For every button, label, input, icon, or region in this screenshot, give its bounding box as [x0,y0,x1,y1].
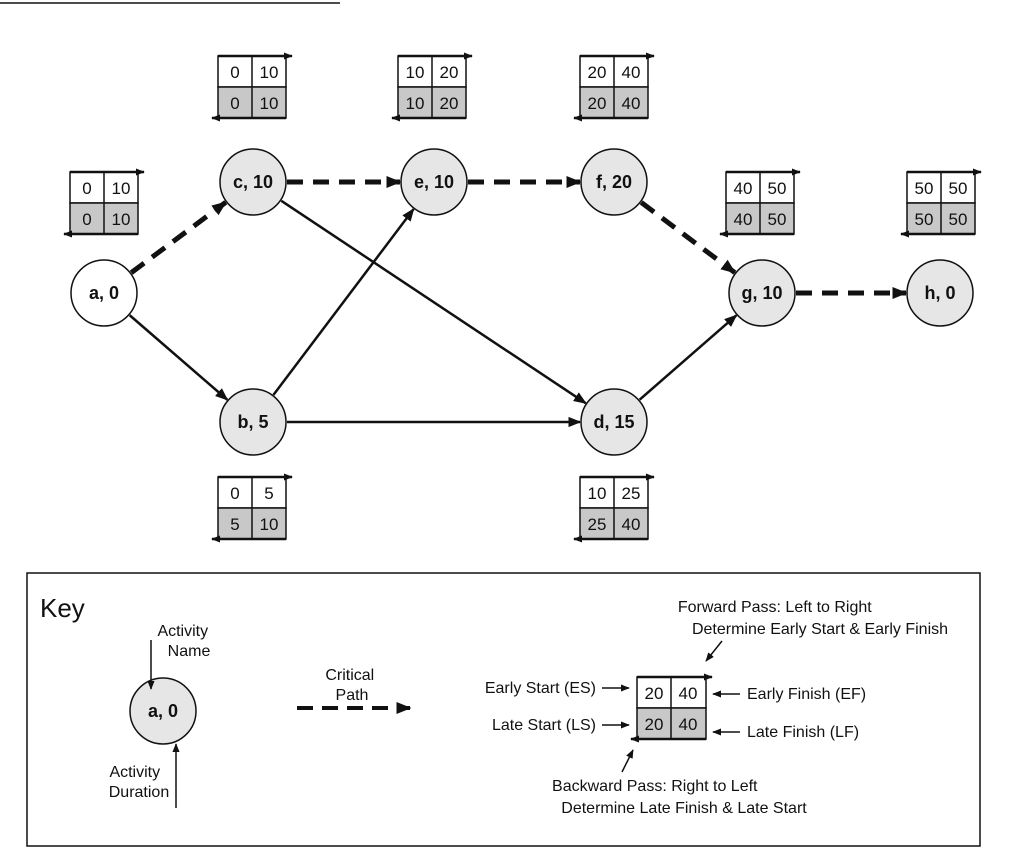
legend-early-finish: Early Finish (EF) [747,686,866,703]
legend-box-es: 20 [645,684,664,703]
late-finish-value: 40 [622,515,641,534]
legend-backward-pass-arrow [621,749,634,773]
early-start-value: 0 [230,484,239,503]
activity-node-d: d, 15 [580,388,648,456]
early-start-value: 0 [230,63,239,82]
activity-node-e: e, 10 [400,148,468,216]
activity-node-label: a, 0 [89,283,119,303]
legend-sample-node [129,677,197,745]
legend-backward-pass: Backward Pass: Right to Left Determine L… [552,778,807,817]
early-finish-value: 5 [264,484,273,503]
critical-edge-a-c [129,200,228,275]
legend-forward-pass-arrow [705,640,723,662]
activity-node-circle [219,148,287,216]
early-start-value: 10 [588,484,607,503]
activity-node-circle [580,388,648,456]
edge-a-b [128,314,229,401]
legend-activity-duration: Activity Duration [109,764,169,801]
early-finish-value: 50 [768,179,787,198]
early-start-value: 50 [915,179,934,198]
time-box-f: 20 40 20 40 [573,52,655,122]
nodes-layer: a, 0 b, 5 c, 10 e, 10 f, 20 g, 10 d, 15 h, 0 [70,148,974,456]
late-start-value: 50 [915,210,934,229]
legend-forward-pass: Forward Pass: Left to Right Determine Ea… [678,599,948,638]
legend: Key a, 0 Activity Name Activity Duration… [26,572,981,847]
activity-node-label: c, 10 [233,172,273,192]
time-box-a: 0 10 0 10 [63,168,145,238]
late-start-value: 20 [588,94,607,113]
edge-c-d [280,199,587,405]
edges-layer [128,176,908,428]
late-start-value: 0 [230,94,239,113]
activity-node-circle [728,259,796,327]
legend-box-lf: 40 [679,715,698,734]
time-box-d: 10 25 25 40 [573,473,655,543]
early-start-value: 40 [734,179,753,198]
activity-node-a: a, 0 [70,259,138,327]
early-finish-value: 10 [112,179,131,198]
late-finish-value: 50 [768,210,787,229]
activity-node-label: h, 0 [924,283,955,303]
time-box-g: 40 50 40 50 [719,168,801,238]
activity-node-label: g, 10 [741,283,782,303]
activity-node-circle [70,259,138,327]
activity-node-circle [580,148,648,216]
early-finish-value: 25 [622,484,641,503]
early-finish-value: 20 [440,63,459,82]
activity-node-label: d, 15 [593,412,634,432]
activity-node-label: b, 5 [237,412,268,432]
activity-node-label: f, 20 [596,172,632,192]
legend-late-start: Late Start (LS) [492,717,596,734]
late-finish-value: 40 [622,94,641,113]
legend-sample-node-label: a, 0 [148,701,178,721]
activity-node-g: g, 10 [728,259,796,327]
legend-late-finish: Late Finish (LF) [747,724,859,741]
late-finish-value: 10 [260,515,279,534]
time-box-b: 0 5 5 10 [211,473,293,543]
activity-node-label: e, 10 [414,172,454,192]
legend-early-start: Early Start (ES) [485,680,596,697]
legend-title: Key [40,593,85,623]
late-start-value: 0 [82,210,91,229]
late-finish-value: 20 [440,94,459,113]
late-finish-value: 10 [260,94,279,113]
early-finish-value: 50 [949,179,968,198]
legend-box-ls: 20 [645,715,664,734]
late-start-value: 40 [734,210,753,229]
time-box-e: 10 20 10 20 [391,52,473,122]
activity-node-h: h, 0 [906,259,974,327]
activity-node-f: f, 20 [580,148,648,216]
early-start-value: 10 [406,63,425,82]
late-start-value: 25 [588,515,607,534]
early-finish-value: 40 [622,63,641,82]
edge-d-g [638,314,738,401]
legend-box-ef: 40 [679,684,698,703]
activity-node-b: b, 5 [219,388,287,456]
legend-critical-path: Critical Path [325,667,378,704]
time-boxes-layer: 0 10 0 10 0 5 5 10 0 10 0 10 10 20 10 20 20 40 20 40 40 50 40 5… [63,52,982,543]
legend-activity-name: Activity Name [157,623,212,660]
early-finish-value: 10 [260,63,279,82]
time-box-h: 50 50 50 50 [900,168,982,238]
late-finish-value: 10 [112,210,131,229]
early-start-value: 20 [588,63,607,82]
edge-b-e [272,208,415,396]
early-start-value: 0 [82,179,91,198]
activity-node-c: c, 10 [219,148,287,216]
late-finish-value: 50 [949,210,968,229]
time-box-c: 0 10 0 10 [211,52,293,122]
critical-edge-f-g [639,200,737,275]
activity-node-circle [906,259,974,327]
activity-node-circle [219,388,287,456]
late-start-value: 5 [230,515,239,534]
late-start-value: 10 [406,94,425,113]
activity-node-circle [400,148,468,216]
